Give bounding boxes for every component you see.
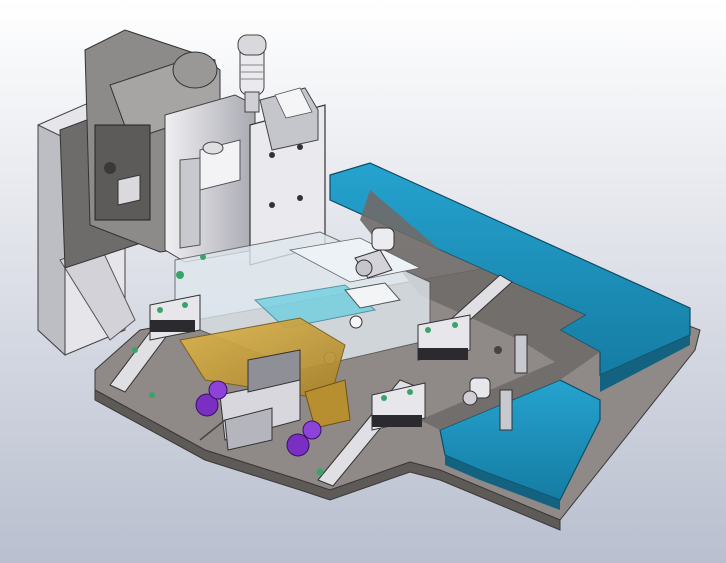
purple-fitting-left-icon: [195, 380, 228, 417]
pneumatic-fitting-icon: [354, 227, 395, 279]
purple-fitting-right-icon: [286, 420, 322, 457]
vertical-stage: [164, 87, 326, 266]
standoff-posts: [462, 334, 528, 431]
linear-rails: [109, 274, 513, 487]
screws: [132, 254, 324, 476]
db-connector-icon: [199, 349, 301, 451]
micrometer-knob-icon: [237, 34, 267, 113]
